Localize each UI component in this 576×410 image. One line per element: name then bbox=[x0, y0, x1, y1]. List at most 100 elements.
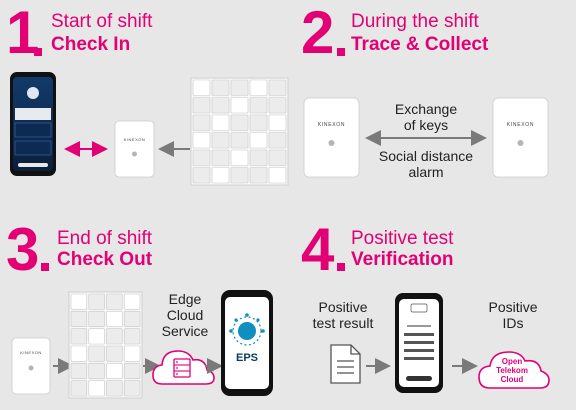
rack-slot bbox=[230, 167, 249, 184]
rack-slot bbox=[192, 97, 211, 114]
rack-slot bbox=[249, 132, 268, 149]
rack-slot bbox=[211, 97, 230, 114]
rack-slot bbox=[268, 149, 287, 166]
rack-slot bbox=[249, 149, 268, 166]
rack-slot bbox=[88, 328, 105, 345]
rack-slot bbox=[249, 79, 268, 96]
rack-slot bbox=[70, 363, 88, 379]
rack-slot bbox=[106, 345, 123, 362]
open-telekom-cloud-icon: Open Telekom Cloud bbox=[478, 351, 550, 389]
edge-label-line1: Edge bbox=[168, 291, 202, 307]
step3-subtitle: Check Out bbox=[57, 249, 153, 270]
rack-slot bbox=[211, 114, 230, 131]
step2-dot bbox=[337, 48, 345, 56]
cloud-line3: Cloud bbox=[501, 375, 524, 384]
rack-slot bbox=[106, 311, 123, 327]
rack-slot bbox=[70, 293, 88, 310]
rack-slot bbox=[230, 114, 249, 131]
rack-slot bbox=[249, 97, 268, 114]
rack-slot bbox=[192, 79, 211, 96]
rack-slot bbox=[123, 311, 141, 327]
rack-slot bbox=[123, 380, 141, 397]
step4-dot bbox=[337, 263, 345, 271]
rack-slot bbox=[106, 328, 123, 345]
rack-slot bbox=[123, 293, 141, 310]
eps-label: EPS bbox=[236, 352, 258, 364]
edge-label-line2: Cloud bbox=[166, 307, 204, 323]
step2-subtitle: Trace & Collect bbox=[351, 34, 489, 55]
step1-number: 1 bbox=[6, 0, 39, 66]
step3-tracker-device: KINEXON bbox=[11, 337, 51, 395]
edge-label-line3: Service bbox=[161, 323, 209, 339]
step4-subtitle: Verification bbox=[351, 249, 454, 270]
rack-slot bbox=[88, 311, 105, 327]
step4-phone-icon bbox=[395, 293, 443, 393]
rack-slot bbox=[230, 97, 249, 114]
positive-ids-line2: IDs bbox=[502, 315, 524, 331]
rack-slot bbox=[192, 114, 211, 131]
cloud-line2: Telekom bbox=[496, 366, 528, 375]
rack-slot bbox=[211, 149, 230, 166]
step1-tracker-device: KINEXON bbox=[114, 120, 155, 178]
rack-slot bbox=[70, 328, 88, 345]
rack-slot bbox=[268, 79, 287, 96]
step2-number: 2 bbox=[301, 0, 334, 66]
rack-slot bbox=[192, 167, 211, 184]
step2-title: During the shift bbox=[351, 11, 479, 32]
step3-dot bbox=[41, 263, 49, 271]
rack-slot bbox=[230, 132, 249, 149]
rack-slot bbox=[211, 132, 230, 149]
step1-dot bbox=[34, 48, 42, 56]
rack-slot bbox=[268, 97, 287, 114]
rack-slot bbox=[88, 293, 105, 310]
rack-slot bbox=[268, 114, 287, 131]
rack-slot bbox=[249, 114, 268, 131]
rack-slot bbox=[106, 380, 123, 397]
document-icon bbox=[330, 344, 361, 384]
step3-number: 3 bbox=[6, 216, 39, 283]
rack-slot bbox=[230, 79, 249, 96]
alarm-label-line1: Social distance bbox=[378, 148, 474, 164]
rack-slot bbox=[88, 380, 105, 397]
rack-slot bbox=[268, 167, 287, 184]
eps-phone-icon: EPS bbox=[221, 290, 273, 396]
step4-number: 4 bbox=[301, 216, 334, 283]
edge-cloud-icon bbox=[152, 350, 215, 385]
step1-device-brand: KINEXON bbox=[124, 137, 146, 142]
rack-slot bbox=[211, 79, 230, 96]
alarm-label-line2: alarm bbox=[408, 164, 444, 180]
rack-slot bbox=[70, 345, 88, 362]
cloud-line1: Open bbox=[502, 357, 523, 366]
step1-title: Start of shift bbox=[51, 11, 153, 32]
step3-device-rack bbox=[68, 291, 143, 399]
step2-device-right-brand: KINEXON bbox=[507, 122, 534, 128]
step3-title: End of shift bbox=[57, 228, 153, 249]
step1-subtitle: Check In bbox=[51, 34, 131, 55]
rack-slot bbox=[123, 328, 141, 345]
rack-slot bbox=[70, 311, 88, 327]
positive-result-line1: Positive bbox=[318, 299, 368, 315]
step3-device-brand: KINEXON bbox=[20, 350, 42, 355]
rack-slot bbox=[192, 149, 211, 166]
step2-tracker-device-left: KINEXON bbox=[303, 97, 360, 178]
rack-slot bbox=[192, 132, 211, 149]
rack-slot bbox=[123, 363, 141, 379]
rack-slot bbox=[249, 167, 268, 184]
positive-result-line2: test result bbox=[312, 315, 374, 331]
positive-ids-line1: Positive bbox=[488, 299, 538, 315]
rack-slot bbox=[88, 363, 105, 379]
rack-slot bbox=[230, 149, 249, 166]
exchange-label-line1: Exchange bbox=[394, 101, 458, 117]
step1-device-rack bbox=[190, 77, 289, 186]
step2-tracker-device-right: KINEXON bbox=[492, 97, 549, 178]
step4-title: Positive test bbox=[351, 228, 454, 249]
exchange-label-line2: of keys bbox=[403, 117, 449, 133]
rack-slot bbox=[88, 345, 105, 362]
step1-phone-icon bbox=[10, 72, 56, 176]
step2-device-left-brand: KINEXON bbox=[318, 122, 345, 128]
rack-slot bbox=[123, 345, 141, 362]
rack-slot bbox=[211, 167, 230, 184]
rack-slot bbox=[106, 293, 123, 310]
rack-slot bbox=[70, 380, 88, 397]
